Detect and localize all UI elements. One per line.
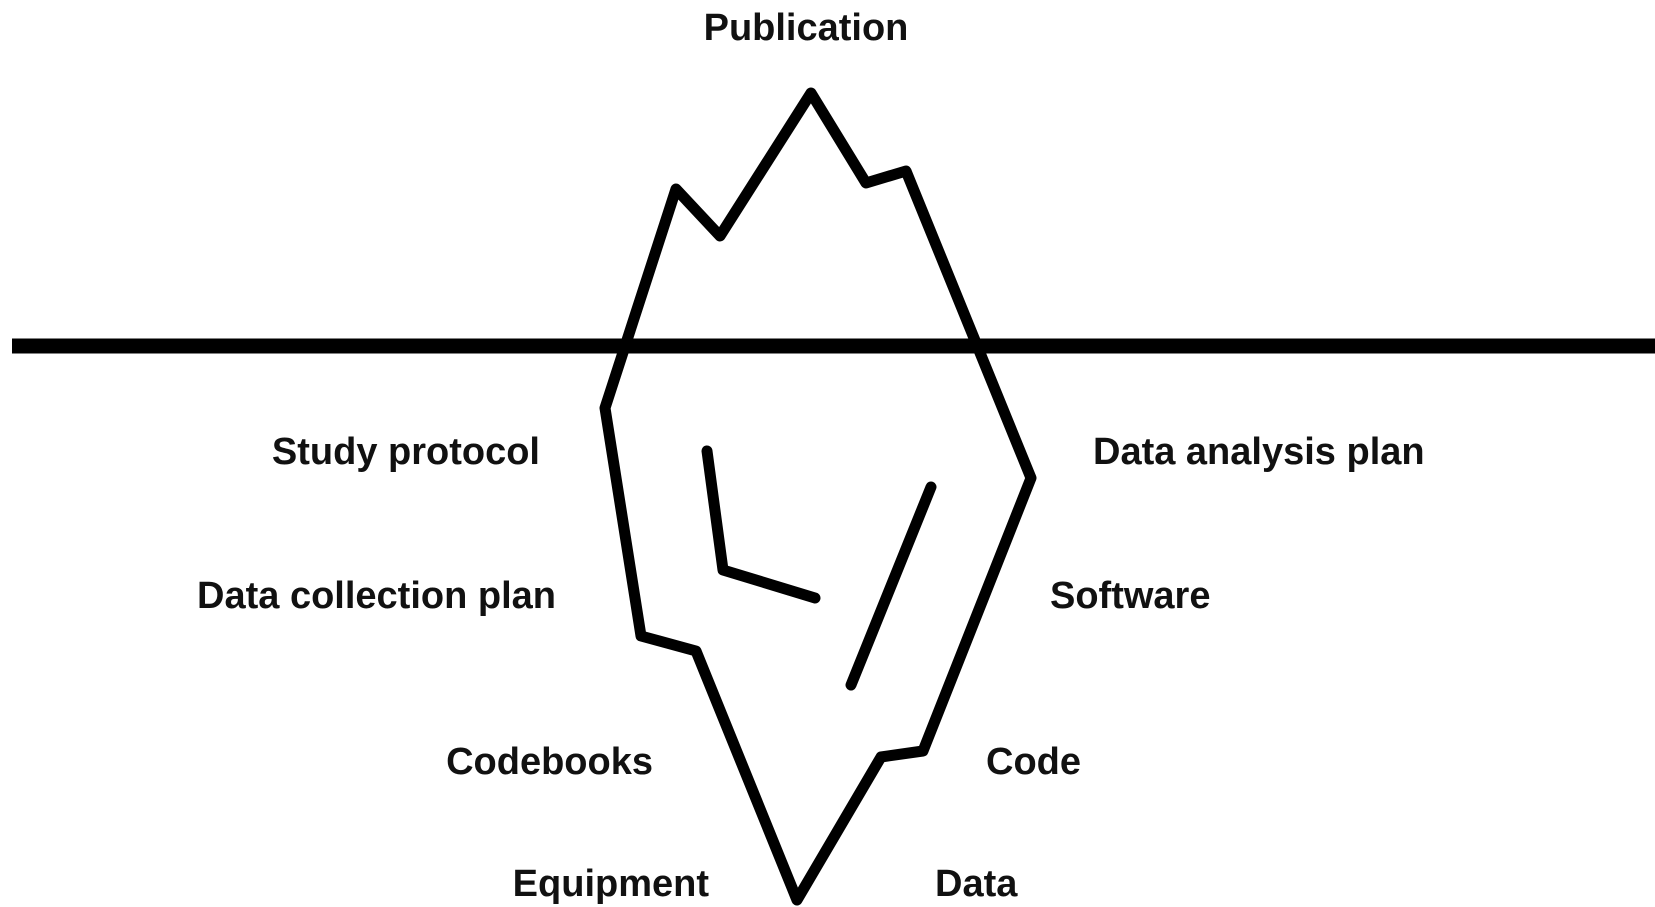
label-code: Code xyxy=(986,741,1081,783)
label-data-analysis-plan: Data analysis plan xyxy=(1093,431,1425,473)
label-data: Data xyxy=(935,863,1018,905)
label-codebooks: Codebooks xyxy=(446,741,653,783)
iceberg-crack-right xyxy=(845,481,937,691)
iceberg-crack-left xyxy=(701,445,821,604)
label-publication: Publication xyxy=(704,7,909,49)
iceberg-outline xyxy=(599,87,1037,906)
label-study-protocol: Study protocol xyxy=(272,431,540,473)
label-equipment: Equipment xyxy=(513,863,710,905)
label-software: Software xyxy=(1050,575,1210,617)
label-data-collection-plan: Data collection plan xyxy=(197,575,556,617)
